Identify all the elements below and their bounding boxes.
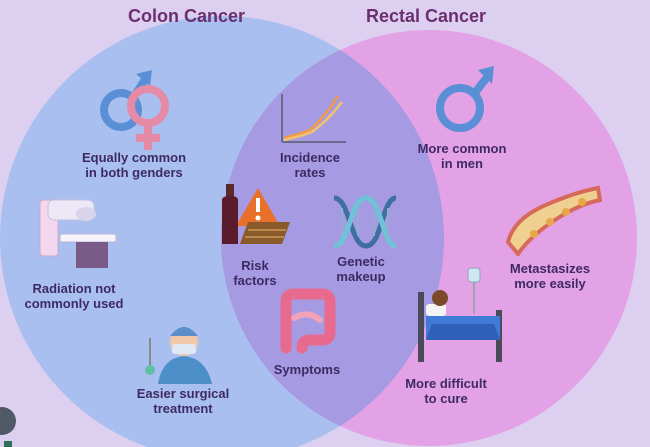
cure-label-line2: to cure [424, 391, 468, 406]
symptoms-label-line1: Symptoms [273, 362, 341, 377]
men-label: More common in men [410, 141, 514, 171]
risk-label-line2: factors [233, 273, 277, 288]
radiation-label-line1: Radiation not [32, 281, 116, 296]
intestine-icon [280, 288, 336, 354]
metastasizes-label-line2: more easily [514, 276, 586, 291]
colon-cancer-title: Colon Cancer [128, 6, 246, 26]
incidence-label: Incidence rates [264, 150, 356, 180]
genetic-label-line1: Genetic [337, 254, 385, 269]
dna-helix-icon [333, 195, 397, 249]
incidence-label-line2: rates [294, 165, 326, 180]
corner-tab [4, 441, 12, 447]
blood-vessel-icon [505, 185, 602, 256]
genetic-label: Genetic makeup [318, 254, 404, 284]
line-chart-icon [281, 94, 346, 143]
cure-label: More difficult to cure [394, 376, 498, 406]
surgery-label-line2: treatment [153, 401, 213, 416]
surgeon-icon [145, 327, 212, 384]
risk-label-line1: Risk [241, 258, 269, 273]
radiation-label: Radiation not commonly used [18, 281, 130, 311]
genders-label-line2: in both genders [85, 165, 183, 180]
radiation-label-line2: commonly used [24, 296, 124, 311]
overlay-button[interactable] [0, 407, 16, 435]
men-label-line1: More common [417, 141, 507, 156]
male-symbol-icon [436, 66, 494, 132]
genders-label-line1: Equally common [81, 150, 187, 165]
risk-label: Risk factors [222, 258, 288, 288]
symptoms-label: Symptoms [262, 362, 352, 377]
hospital-bed-icon [418, 267, 502, 362]
metastasizes-label: Metastasizes more easily [500, 261, 600, 291]
men-label-line2: in men [441, 156, 483, 171]
cure-label-line1: More difficult [405, 376, 487, 391]
genetic-label-line2: makeup [336, 269, 386, 284]
radiation-machine-icon [39, 199, 117, 268]
rectal-cancer-title: Rectal Cancer [366, 6, 487, 26]
metastasizes-label-line1: Metastasizes [509, 261, 591, 276]
wine-and-warning-icon [222, 184, 290, 244]
surgery-label-line1: Easier surgical [136, 386, 230, 401]
surgery-label: Easier surgical treatment [128, 386, 238, 416]
genders-label: Equally common in both genders [80, 150, 188, 180]
incidence-label-line1: Incidence [280, 150, 340, 165]
gender-symbols-icon [100, 70, 169, 150]
